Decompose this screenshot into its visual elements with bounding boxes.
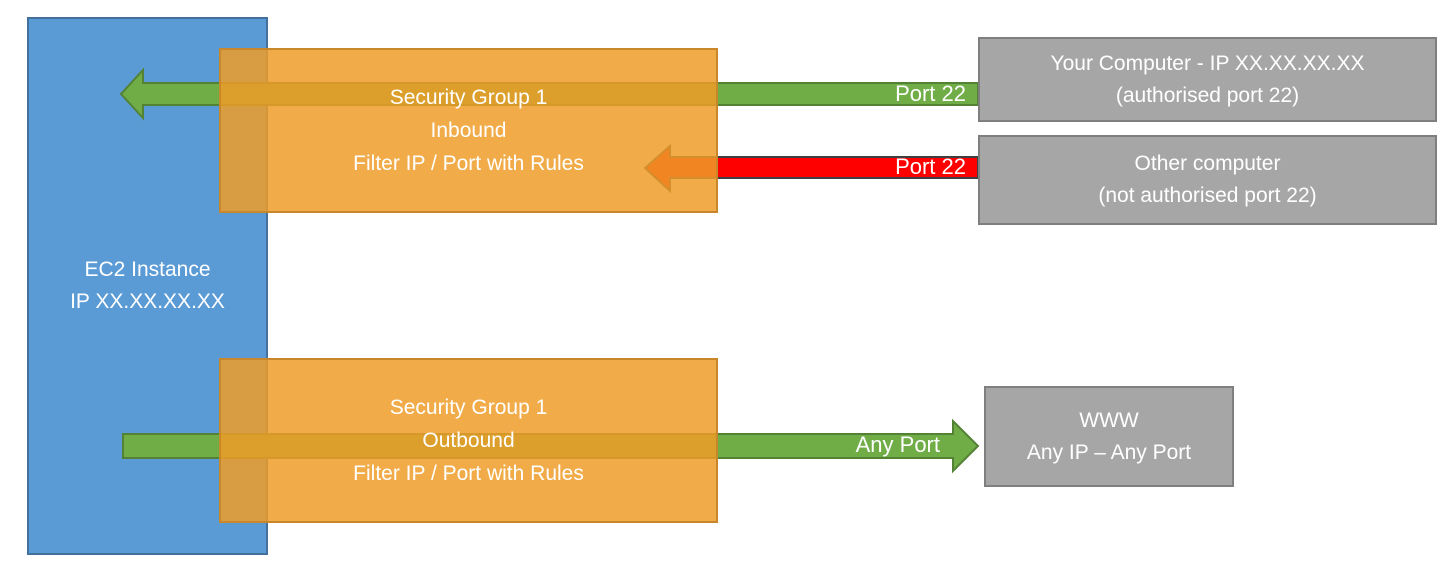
ec2-instance-ip: IP XX.XX.XX.XX [70,290,225,313]
sg-inbound-direction: Inbound [430,119,507,142]
other-computer-note: (not authorised port 22) [1098,184,1317,207]
your-computer-box: Your Computer - IP XX.XX.XX.XX (authoris… [978,37,1437,122]
www-title: WWW [1079,408,1139,432]
your-computer-note: (authorised port 22) [1115,83,1300,107]
other-computer-box: Other computer (not authorised port 22) [978,135,1437,225]
sg-outbound-description: Filter IP / Port with Rules [353,462,584,485]
sg-inbound-description: Filter IP / Port with Rules [353,152,584,175]
www-note: Any IP – Any Port [1026,440,1192,464]
inbound-allowed-port-label: Port 22 [895,81,966,106]
sg-outbound-direction: Outbound [422,429,515,452]
outbound-any-port-label: Any Port [855,432,940,457]
security-group-inbound-box: Security Group 1 Inbound Filter IP / Por… [219,48,718,213]
ec2-instance-title: EC2 Instance [84,258,211,281]
your-computer-title: Your Computer - IP XX.XX.XX.XX [1050,51,1365,75]
sg-inbound-title: Security Group 1 [389,86,548,109]
inbound-blocked-port-label: Port 22 [895,154,966,179]
other-computer-title: Other computer [1134,152,1281,175]
www-box: WWW Any IP – Any Port [984,386,1234,487]
security-group-outbound-box: Security Group 1 Outbound Filter IP / Po… [219,358,718,523]
sg-outbound-title: Security Group 1 [389,396,548,419]
